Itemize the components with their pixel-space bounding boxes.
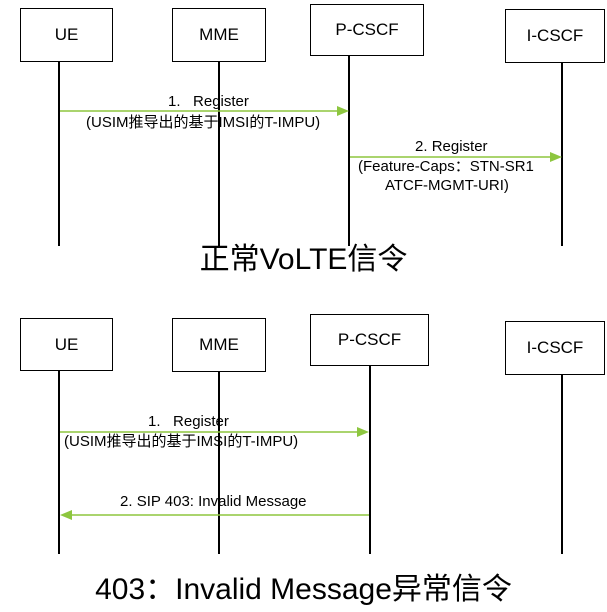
- node-i-cscf: I-CSCF: [505, 9, 605, 63]
- arrowhead-register-i-cscf: [550, 152, 562, 162]
- caption-403-invalid-message: 403：Invalid Message异常信令: [95, 573, 512, 606]
- node-ue: UE: [20, 8, 113, 62]
- message-1-label: 1. Register: [168, 93, 249, 110]
- message-1-detail: (USIM推导出的基于IMSI的T-IMPU): [86, 114, 321, 131]
- message-2-detail-line1: (Feature-Caps：STN-SR1: [358, 158, 534, 175]
- arrowhead-register-p-cscf: [337, 106, 349, 116]
- lifeline-ue: [58, 62, 60, 246]
- arrowhead-register-p-cscf-2: [357, 427, 369, 437]
- node-ue: UE: [20, 318, 113, 371]
- arrowhead-sip-403-ue: [60, 510, 72, 520]
- message-2-detail-line2: ATCF-MGMT-URI): [385, 177, 509, 194]
- node-p-cscf: P-CSCF: [310, 4, 424, 56]
- lifeline-ue: [58, 371, 60, 554]
- node-mme: MME: [172, 8, 266, 62]
- message-1-label: 1. Register: [148, 413, 229, 430]
- node-i-cscf: I-CSCF: [505, 321, 605, 375]
- lifeline-p-cscf: [348, 56, 350, 246]
- node-p-cscf: P-CSCF: [310, 314, 429, 366]
- message-2-label: 2. SIP 403: Invalid Message: [120, 493, 307, 510]
- message-1-detail: (USIM推导出的基于IMSI的T-IMPU): [64, 433, 299, 450]
- lifeline-mme: [218, 62, 220, 246]
- lifeline-p-cscf: [369, 366, 371, 554]
- message-2-label: 2. Register: [415, 138, 488, 155]
- lifeline-i-cscf: [561, 63, 563, 246]
- lifeline-i-cscf: [561, 375, 563, 554]
- lifeline-mme: [218, 372, 220, 554]
- node-mme: MME: [172, 318, 266, 372]
- caption-normal-volte: 正常VoLTE信令: [199, 243, 408, 276]
